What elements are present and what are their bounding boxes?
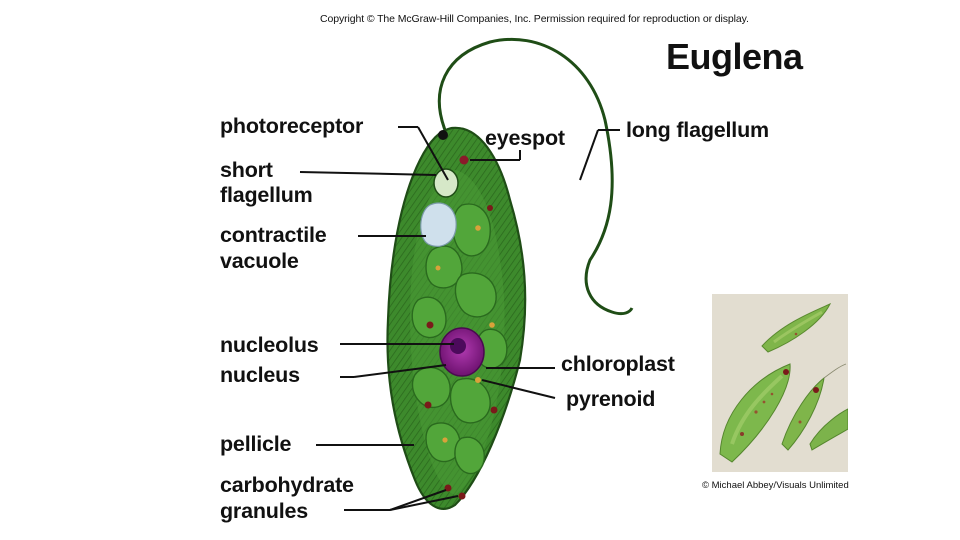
long-flagellum [437,37,634,316]
reservoir [433,168,459,198]
label-pellicle: pellicle [220,432,292,456]
label-long-flagellum: long flagellum [626,118,769,142]
label-carbohydrate-granules-line1: carbohydrate [220,473,354,497]
photoreceptor-mark [438,130,448,140]
label-photoreceptor: photoreceptor [220,114,364,138]
label-carbohydrate-granules-line2: granules [220,499,309,523]
label-nucleolus: nucleolus [220,333,319,357]
photo-credit: © Michael Abbey/Visuals Unlimited [702,480,849,491]
label-short-flagellum-line2: flagellum [220,183,313,207]
label-chloroplast: chloroplast [561,352,675,376]
nucleolus-shape [450,338,466,354]
label-eyespot: eyespot [485,126,565,150]
label-nucleus: nucleus [220,363,300,387]
pyrenoid-shapes [435,225,495,443]
euglena-micrograph [712,294,848,472]
contractile-vacuole [420,202,457,247]
copyright-notice: Copyright © The McGraw-Hill Companies, I… [320,13,749,25]
leader-lines [299,126,620,511]
diagram-title: Euglena [666,36,803,77]
label-pyrenoid: pyrenoid [566,387,656,411]
label-contractile-vacuole-line2: vacuole [220,249,299,273]
eyespot-shape [459,155,469,165]
label-contractile-vacuole-line1: contractile [220,223,327,247]
carbohydrate-granule-shapes [424,205,498,500]
label-short-flagellum-line1: short [220,158,273,182]
